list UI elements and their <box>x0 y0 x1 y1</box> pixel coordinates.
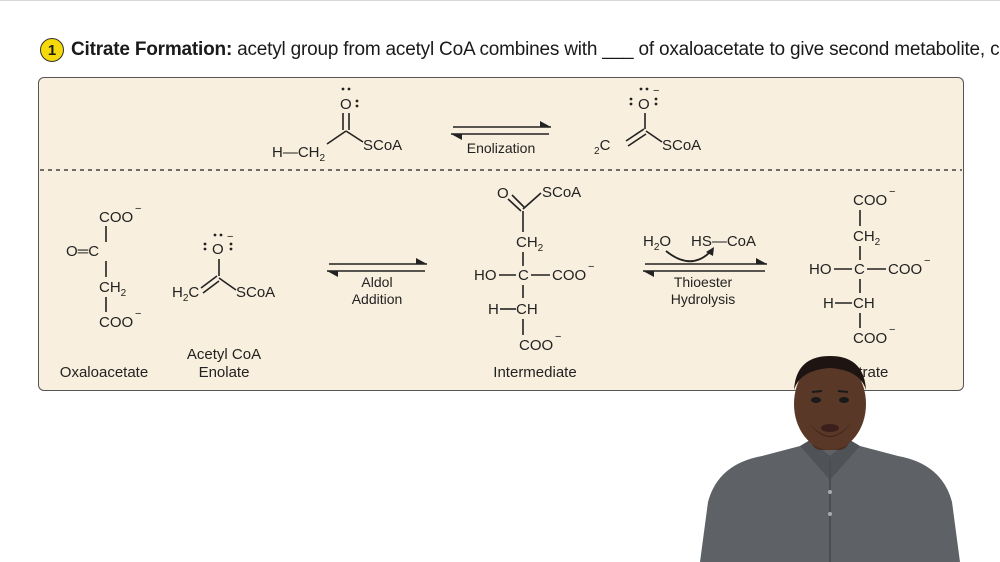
enolate-oxygen-bottom: O <box>212 241 224 258</box>
svg-text:−: − <box>135 203 141 215</box>
hs-coa-label: HS—CoA <box>691 233 756 250</box>
step-number-badge: 1 <box>40 38 64 62</box>
oxaloacetate-caption: Oxaloacetate <box>60 364 148 381</box>
intermediate-coo-bottom: COO <box>519 337 553 354</box>
h2c-label: 2C <box>594 137 611 157</box>
intermediate-caption: Intermediate <box>493 364 576 381</box>
enolate-oxygen: O <box>638 96 650 113</box>
svg-text:−: − <box>588 261 594 273</box>
h2c-label-bottom: H2C <box>172 284 199 304</box>
intermediate-ch: CH <box>516 301 538 318</box>
presenter-hair <box>794 356 866 390</box>
intermediate-ho: HO <box>474 267 497 284</box>
presenter-video <box>700 356 960 562</box>
enolization-equilibrium-arrow: Enolization <box>451 121 551 156</box>
svg-text:−: − <box>555 331 561 343</box>
citrate-ho: HO <box>809 261 832 278</box>
top-divider <box>0 0 1000 1</box>
hydrolysis-label-line1: Thioester <box>674 274 733 290</box>
citrate-ch: CH <box>853 295 875 312</box>
intermediate-h: H <box>488 301 499 318</box>
svg-text:−: − <box>135 308 141 320</box>
intermediate-ch2: CH2 <box>516 234 544 254</box>
carbonyl-oxygen: O <box>340 96 352 113</box>
hydrolysis-equilibrium-arrow: H2O HS—CoA Thioester Hydrolysis <box>643 233 767 307</box>
carbonyl-carbon: O═C <box>66 243 99 260</box>
intermediate-scoa: SCoA <box>542 184 581 201</box>
scoa-label: SCoA <box>363 137 402 154</box>
step-heading: 1 Citrate Formation: acetyl group from a… <box>40 36 1000 64</box>
scoa-label-bottom: SCoA <box>236 284 275 301</box>
aldol-label-line1: Aldol <box>361 274 392 290</box>
citrate-coo-bottom: COO <box>853 330 887 347</box>
citrate-central-carbon: C <box>854 261 865 278</box>
enolate-caption-line1: Acetyl CoA <box>187 346 261 363</box>
svg-text:−: − <box>227 231 233 243</box>
citrate-coo-top: COO <box>853 192 887 209</box>
intermediate-structure: O SCoA CH2 HO C COO − H CH COO − Interme… <box>474 184 594 381</box>
citrate-structure: COO − CH2 HO C COO − H CH COO − itrate <box>809 186 930 381</box>
reaction-panel <box>38 77 964 391</box>
svg-text:−: − <box>889 186 895 198</box>
coo-bottom: COO <box>99 314 133 331</box>
water-label: H2O <box>643 233 671 253</box>
intermediate-coo: COO <box>552 267 586 284</box>
aldol-label-line2: Addition <box>352 291 403 307</box>
step-title: Citrate Formation: <box>71 39 233 60</box>
svg-text:−: − <box>889 324 895 336</box>
enolate-caption-line2: Enolate <box>199 364 250 381</box>
scoa-label-enolate: SCoA <box>662 137 701 154</box>
step-description: acetyl group from acetyl CoA combines wi… <box>237 39 1000 60</box>
hydrolysis-label-line2: Hydrolysis <box>671 291 736 307</box>
negative-charge: − <box>653 85 659 97</box>
svg-text:−: − <box>924 255 930 267</box>
ch2-group: CH2 <box>99 279 127 299</box>
citrate-h: H <box>823 295 834 312</box>
intermediate-oxygen: O <box>497 185 509 202</box>
acetyl-coa-structure: H—CH2 O SCoA <box>272 87 402 164</box>
presenter-face <box>794 358 866 450</box>
acetyl-coa-enolate-structure: H2C O − SCoA Acetyl CoA Enolate <box>172 231 275 381</box>
aldol-equilibrium-arrow: Aldol Addition <box>327 258 427 307</box>
enolate-top-structure: 2C O − SCoA <box>594 85 701 157</box>
citrate-coo: COO <box>888 261 922 278</box>
enolization-label: Enolization <box>467 140 536 156</box>
coo-top: COO <box>99 209 133 226</box>
h-ch2-label: H—CH2 <box>272 144 326 164</box>
oxaloacetate-structure: COO − O═C CH2 COO − Oxaloacetate <box>60 203 148 381</box>
intermediate-central-carbon: C <box>518 267 529 284</box>
citrate-ch2: CH2 <box>853 228 881 248</box>
